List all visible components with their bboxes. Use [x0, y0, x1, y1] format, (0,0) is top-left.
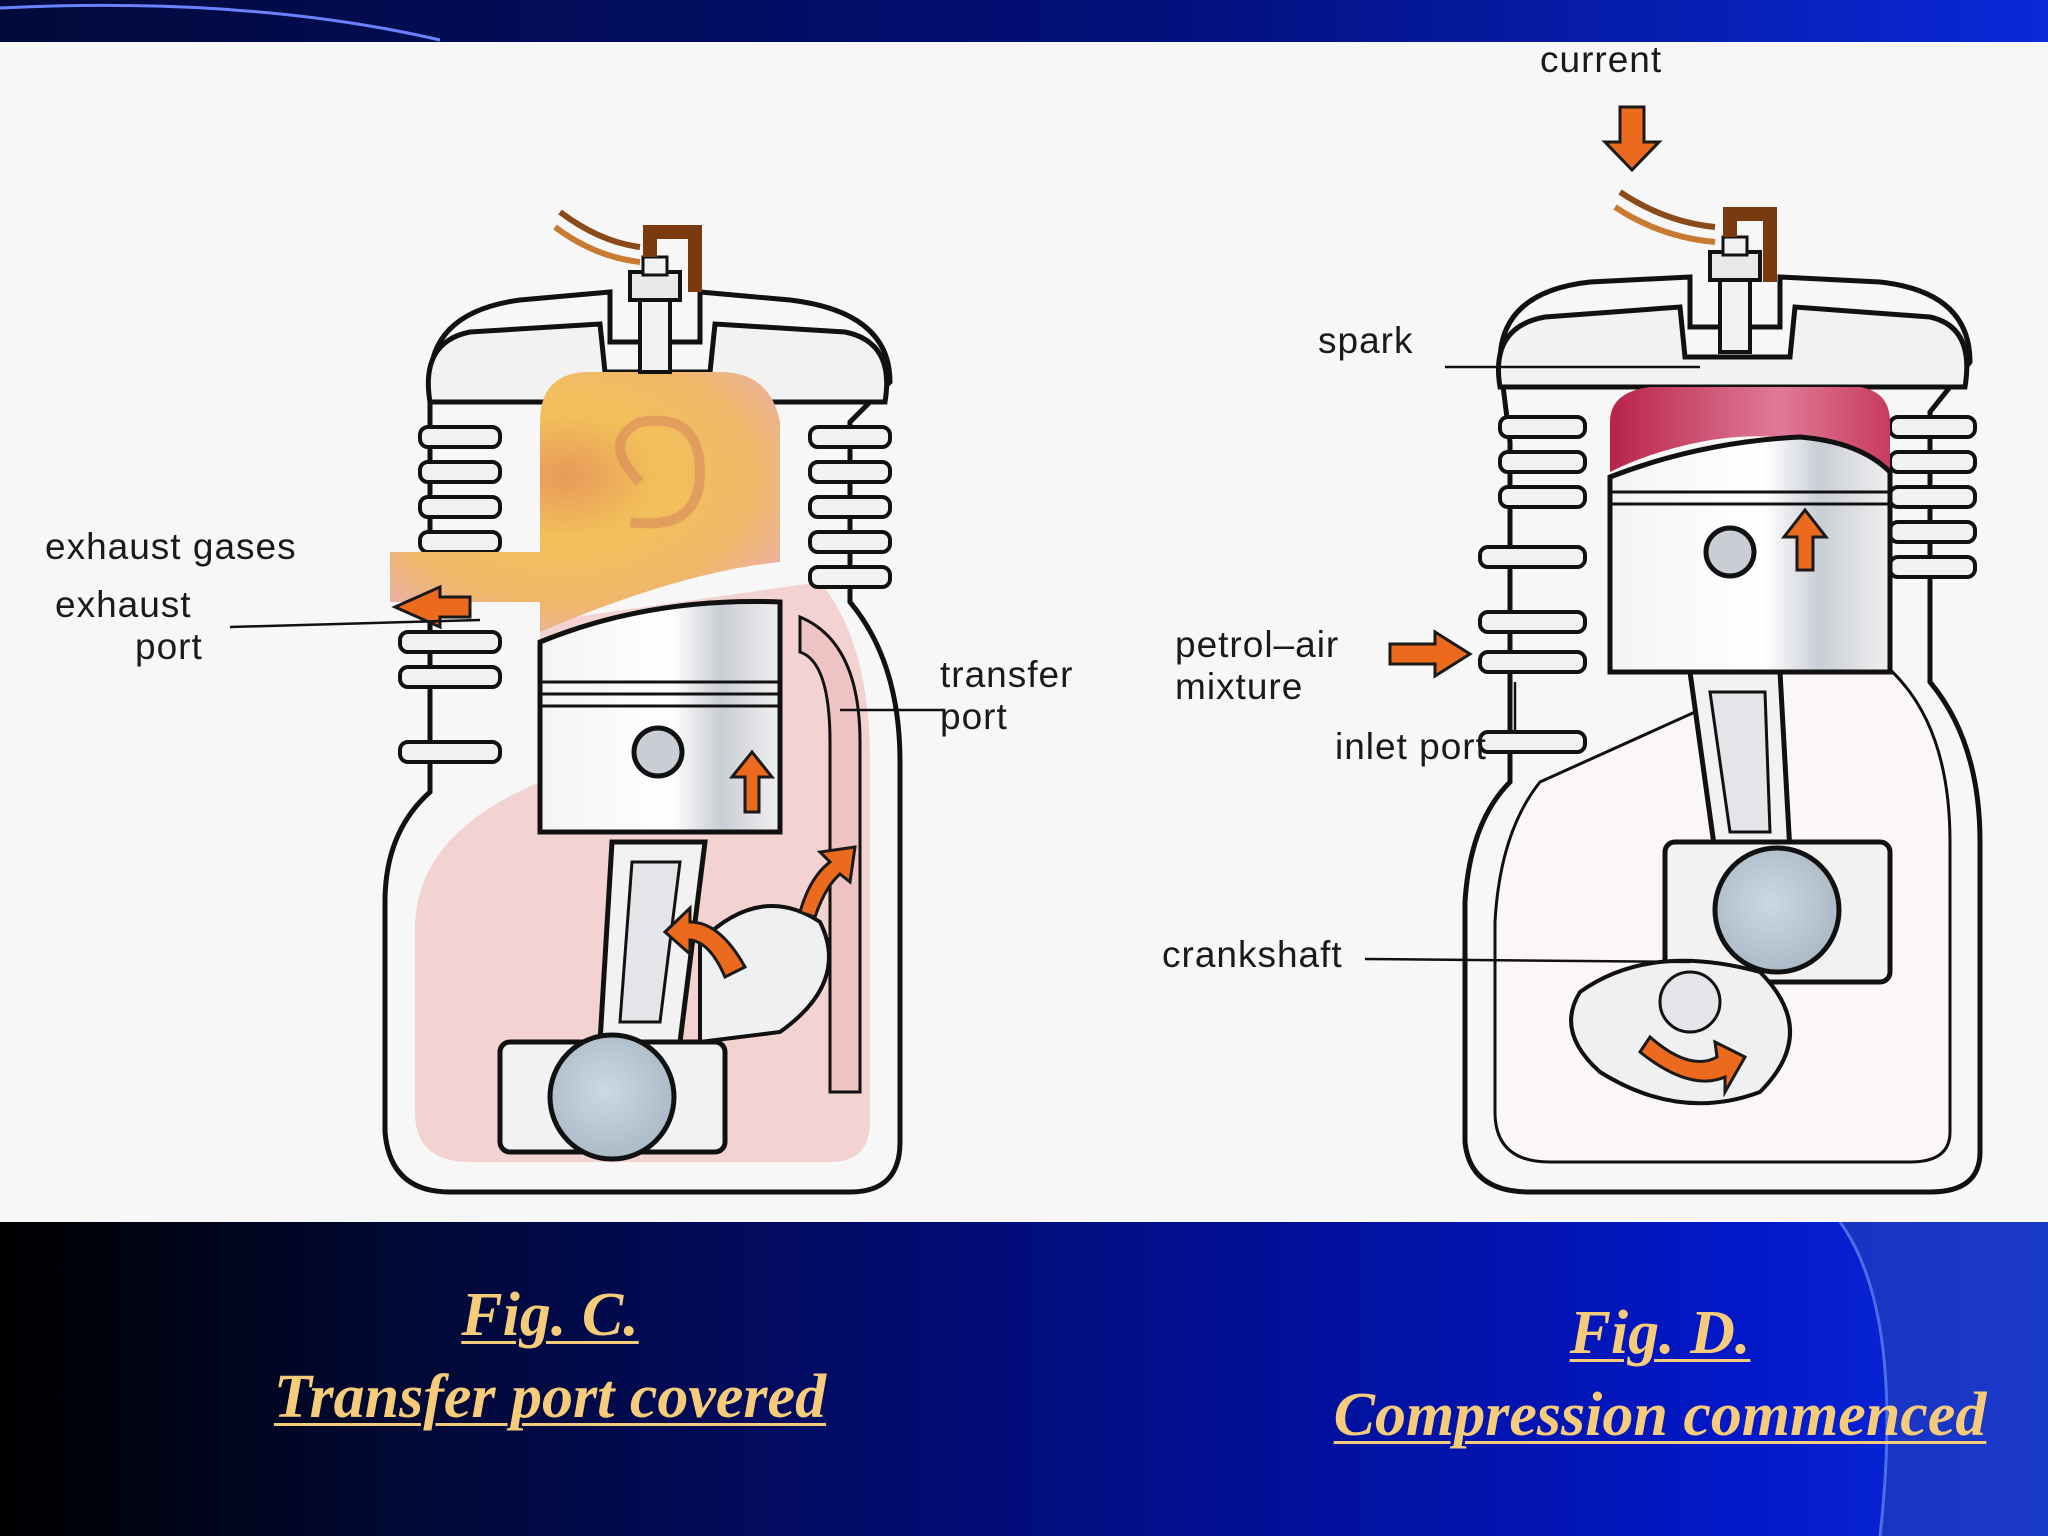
- fig-d-spark-plug: [1613, 189, 1777, 354]
- fig-c-piston: [537, 599, 783, 835]
- engine-diagrams: exhaust gases exhaust port transfer port: [45, 42, 1983, 1195]
- fig-c-exhaust-gases: [390, 372, 780, 632]
- figure-c-caption: Fig. C. Transfer port covered: [200, 1274, 900, 1438]
- diagram-panel: exhaust gases exhaust port transfer port: [0, 42, 2048, 1222]
- label-crankshaft: crankshaft: [1162, 934, 1343, 975]
- figure-d-engine: [1388, 105, 1983, 1195]
- figure-c-subtitle: Transfer port covered: [273, 1363, 827, 1431]
- fig-d-compressed-mixture: [1610, 387, 1890, 472]
- label-spark: spark: [1318, 320, 1413, 361]
- label-exhaust-gases: exhaust gases: [45, 526, 297, 567]
- fig-c-crankcase-arrow-1: [662, 904, 748, 980]
- leader-crankshaft: [1364, 957, 1691, 964]
- caption-band-swoosh: [1838, 1222, 2048, 1536]
- fig-c-spark-plug: [553, 209, 702, 374]
- fig-d-right-fins: [1888, 415, 1977, 579]
- figure-c-engine: [382, 209, 903, 1195]
- label-transfer-port: port: [940, 696, 1008, 737]
- fig-c-crankcase-arrow-2: [798, 845, 857, 919]
- fig-c-big-end-bearing: [547, 1032, 677, 1162]
- figure-d-subtitle: Compression commenced: [1333, 1381, 1987, 1449]
- fig-d-big-end-bearing: [1712, 845, 1842, 975]
- fig-d-inlet-arrow: [1388, 629, 1473, 679]
- label-petrol-air: petrol–air: [1175, 624, 1339, 665]
- figure-d-caption: Fig. D. Compression commenced: [1290, 1292, 2030, 1456]
- top-title-band: [0, 0, 2048, 42]
- fig-c-left-fins: [398, 425, 502, 764]
- fig-c-gas-swirl: [615, 415, 706, 529]
- fig-c-right-fins: [808, 425, 892, 589]
- figure-c-title: Fig. C.: [461, 1281, 639, 1349]
- fig-d-crank-arrow: [1637, 1034, 1748, 1098]
- caption-band: Fig. C. Transfer port covered Fig. D. Co…: [0, 1222, 2048, 1536]
- label-current: current: [1540, 42, 1662, 80]
- label-inlet-port: inlet port: [1335, 726, 1487, 767]
- fig-c-crank-web: [698, 904, 831, 1045]
- top-band-swoosh: [0, 3, 441, 42]
- figure-d-labels: current spark petrol–air mixture inlet p…: [1162, 42, 1700, 975]
- fig-c-piston-arrow: [728, 749, 776, 814]
- label-exhaust: exhaust: [55, 584, 192, 625]
- fig-d-gudgeon-pin: [1703, 525, 1757, 579]
- figure-c-labels: exhaust gases exhaust port transfer port: [45, 526, 1073, 737]
- fig-d-left-fins: [1478, 415, 1587, 754]
- fig-d-piston-arrow: [1780, 507, 1830, 572]
- label-exhaust-port: port: [135, 626, 203, 667]
- label-transfer: transfer: [940, 654, 1073, 695]
- fig-c-exhaust-arrow: [391, 584, 472, 630]
- fig-c-gudgeon-pin: [631, 725, 685, 779]
- figure-d-title: Fig. D.: [1569, 1299, 1751, 1367]
- label-mixture: mixture: [1175, 666, 1303, 707]
- leader-exhaust-port: [229, 618, 481, 629]
- fig-d-current-arrow: [1601, 105, 1663, 173]
